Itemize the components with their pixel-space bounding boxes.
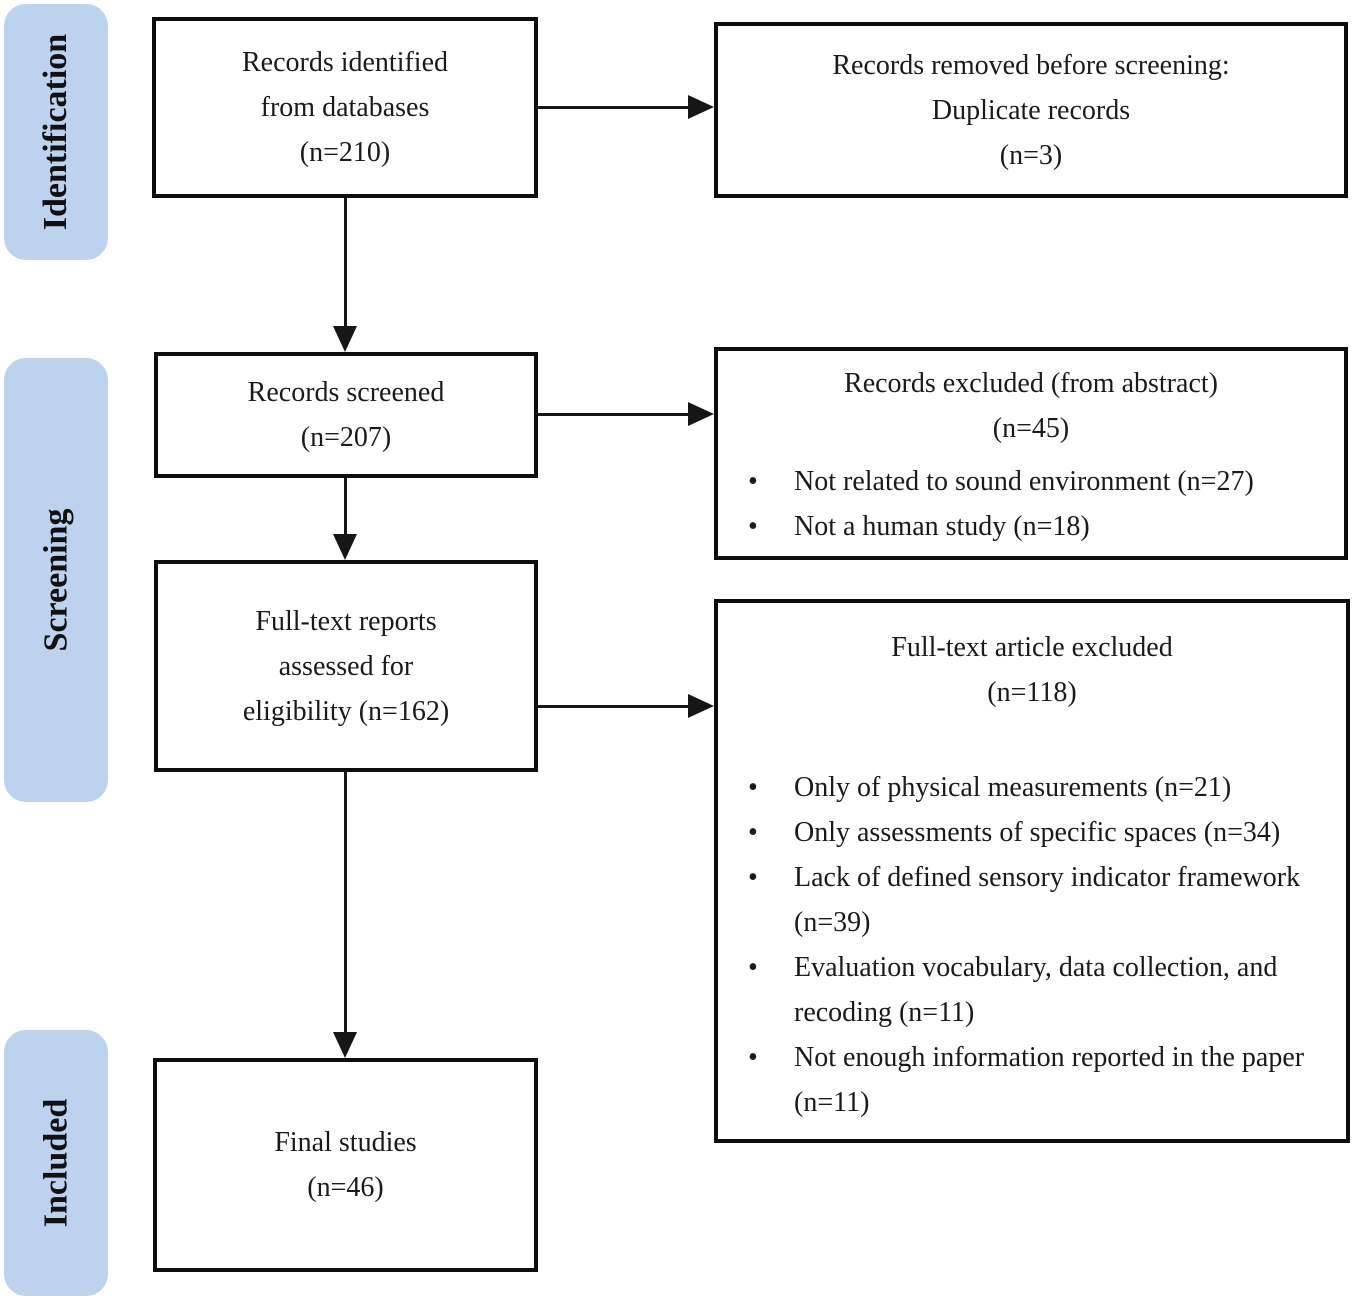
bullet-item: • Evaluation vocabulary, data collection… <box>718 945 1346 1035</box>
bullet-text: Not enough information reported in the p… <box>794 1042 1305 1118</box>
bullet-text: Only of physical measurements (n=21) <box>794 772 1232 803</box>
stage-screening: Screening <box>4 358 108 802</box>
box-line: assessed for <box>278 650 414 682</box>
box-line: Records screened <box>247 377 445 408</box>
arrow-screened-to-excluded-head <box>688 402 714 426</box>
arrow-identified-to-removed-line <box>538 106 690 109</box>
box-records-excluded: Records excluded (from abstract) (n=45) … <box>714 347 1348 560</box>
stage-identification-label: Identification <box>37 33 75 231</box>
arrow-identified-to-screened-line <box>344 198 347 328</box>
arrow-screened-to-excluded-line <box>538 413 690 416</box>
arrow-fulltext-to-final-head <box>333 1032 357 1058</box>
box-fulltext-assessed: Full-text reports assessed for eligibili… <box>154 560 538 772</box>
bullet-icon: • <box>748 1042 758 1073</box>
bullet-icon: • <box>748 862 758 893</box>
bullet-text: Only assessments of specific spaces (n=3… <box>794 817 1281 848</box>
box-records-removed: Records removed before screening: Duplic… <box>714 22 1348 198</box>
bullet-text: Lack of defined sensory indicator framew… <box>794 862 1301 938</box>
box-line: Full-text reports <box>255 605 437 637</box>
stage-included-label: Included <box>37 1098 74 1228</box>
bullet-icon: • <box>748 817 758 848</box>
box-title-line: (n=45) <box>992 413 1070 444</box>
stage-identification: Identification <box>4 4 108 260</box>
stage-screening-label: Screening <box>37 508 74 652</box>
bullet-item: • Only assessments of specific spaces (n… <box>718 810 1346 855</box>
bullet-icon: • <box>748 511 758 542</box>
box-final-studies: Final studies (n=46) <box>153 1058 538 1272</box>
arrow-identified-to-screened-head <box>333 326 357 352</box>
bullet-text: Not a human study (n=18) <box>794 511 1090 542</box>
arrow-identified-to-removed-head <box>688 95 714 119</box>
box-line: Final studies <box>274 1127 417 1158</box>
box-line: Records identified <box>241 47 449 78</box>
box-title-line: (n=118) <box>987 677 1077 708</box>
box-line: (n=46) <box>307 1172 384 1203</box>
box-fulltext-excluded: Full-text article excluded (n=118) • Onl… <box>714 599 1350 1143</box>
arrow-fulltext-to-excluded-head <box>688 694 714 718</box>
bullet-item: • Not enough information reported in the… <box>718 1035 1346 1125</box>
arrow-fulltext-to-excluded-line <box>538 705 690 708</box>
box-line: eligibility (n=162) <box>242 695 450 727</box>
box-line: Duplicate records <box>931 94 1131 126</box>
box-line: (n=207) <box>300 422 392 453</box>
bullet-icon: • <box>748 772 758 803</box>
bullet-item: • Only of physical measurements (n=21) <box>718 765 1346 810</box>
arrow-fulltext-to-final-line <box>344 772 347 1034</box>
bullet-text: Not related to sound environment (n=27) <box>794 466 1254 497</box>
bullet-item: • Not a human study (n=18) <box>718 504 1344 549</box>
box-records-screened: Records screened (n=207) <box>154 352 538 478</box>
bullet-item: • Not related to sound environment (n=27… <box>718 459 1344 504</box>
box-line: Records removed before screening: <box>832 49 1230 81</box>
box-line: (n=3) <box>999 139 1063 171</box>
arrow-screened-to-fulltext-line <box>344 478 347 536</box>
box-title-line: Full-text article excluded <box>891 632 1173 663</box>
box-line: (n=210) <box>299 137 391 168</box>
arrow-screened-to-fulltext-head <box>333 534 357 560</box>
box-records-identified: Records identified from databases (n=210… <box>152 17 538 198</box>
box-line: from databases <box>260 92 430 123</box>
bullet-text: Evaluation vocabulary, data collection, … <box>794 952 1278 1028</box>
bullet-item: • Lack of defined sensory indicator fram… <box>718 855 1346 945</box>
stage-included: Included <box>4 1030 108 1296</box>
box-title-line: Records excluded (from abstract) <box>844 368 1218 399</box>
bullet-icon: • <box>748 466 758 497</box>
bullet-icon: • <box>748 952 758 983</box>
